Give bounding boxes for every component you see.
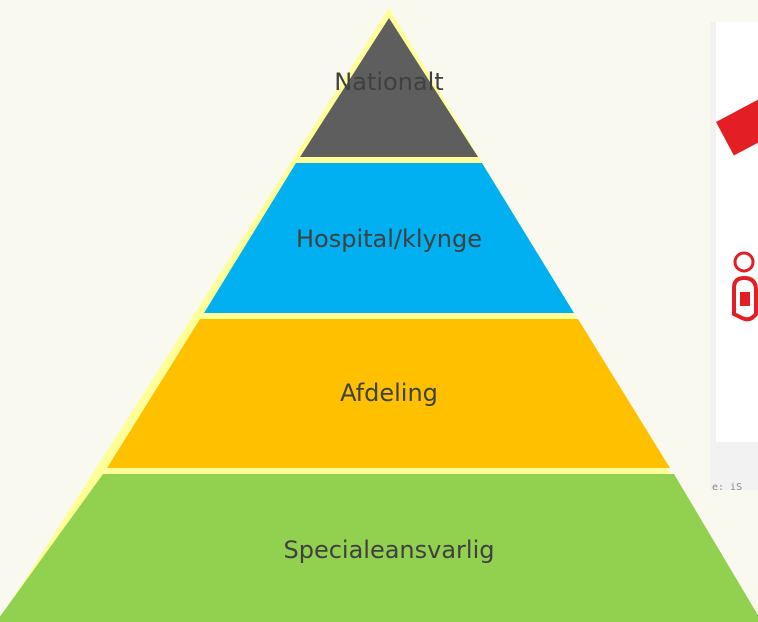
level-specialeansvarlig-shape	[0, 474, 758, 622]
person-icon	[732, 251, 758, 322]
level-afdeling-label: Afdeling	[340, 379, 438, 407]
background-photo: e: iS	[710, 22, 758, 490]
level-nationalt-shape	[300, 18, 478, 157]
level-hospital-label: Hospital/klynge	[296, 225, 482, 253]
level-hospital-shape	[204, 163, 574, 313]
pyramid-outline	[0, 8, 758, 622]
level-nationalt-label: Nationalt	[334, 68, 443, 96]
level-specialeansvarlig-label: Specialeansvarlig	[283, 536, 494, 564]
photo-image-area	[716, 22, 758, 442]
level-afdeling-shape	[107, 319, 670, 468]
photo-source-caption: e: iS	[712, 482, 743, 490]
